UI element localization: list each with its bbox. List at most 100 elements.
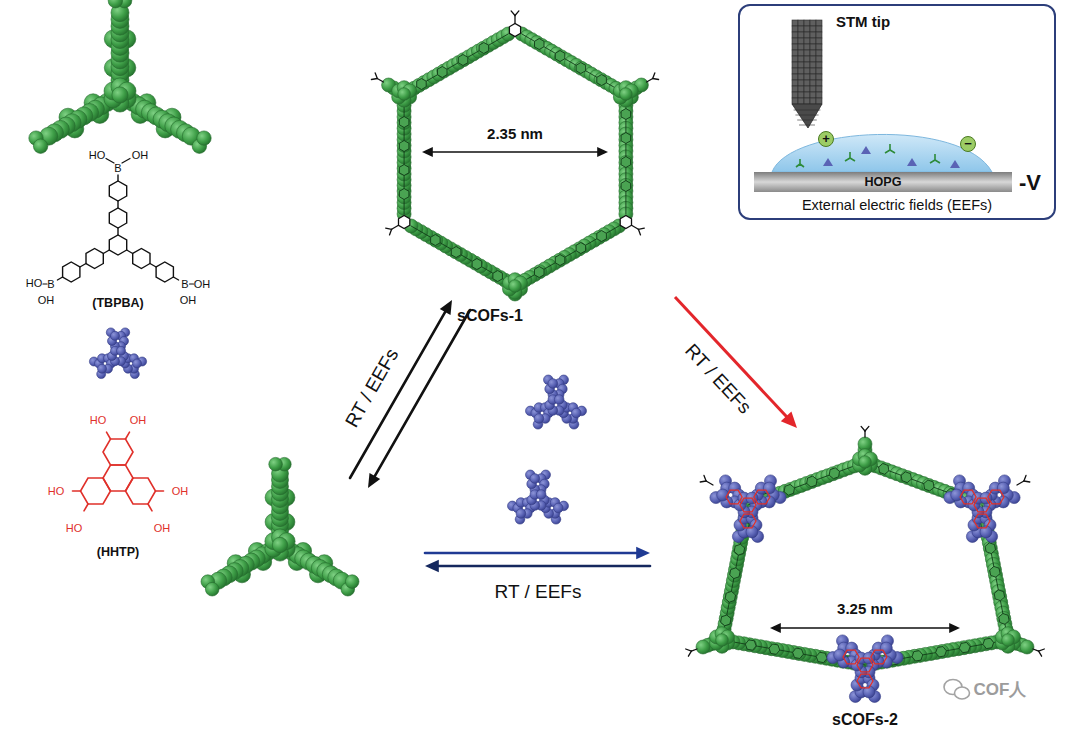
atom-sphere <box>572 408 582 418</box>
benzene-ring <box>156 262 173 282</box>
linkage-bond <box>1024 475 1026 481</box>
bias-label: -V <box>1019 170 1041 195</box>
benzene-ring <box>994 590 1004 601</box>
bond-line <box>43 283 47 284</box>
benzene-ring <box>63 262 80 282</box>
benzene-ring <box>730 568 740 579</box>
benzene-ring <box>726 490 742 504</box>
atom-label: OH <box>172 485 189 498</box>
tip-atom <box>792 98 798 104</box>
atom-sphere <box>554 395 564 405</box>
linkage-bond <box>511 11 515 16</box>
tip-atom <box>804 92 810 98</box>
skeletal-bond <box>515 226 619 286</box>
linkage-bond <box>638 228 644 229</box>
benzene-ring <box>133 249 150 269</box>
atom-sphere <box>516 509 526 519</box>
benzene-ring <box>399 141 409 152</box>
tip-atom <box>816 26 822 32</box>
tip-atom <box>816 74 822 80</box>
atom-label: OH <box>154 522 171 535</box>
bond-line <box>84 504 88 511</box>
linkage-bond <box>1017 481 1024 485</box>
bond-line <box>190 283 194 284</box>
arrow-head <box>636 547 650 559</box>
tip-atom <box>794 110 820 111</box>
linkage-bond <box>515 11 519 16</box>
benzene-ring <box>509 24 520 37</box>
node-text: External electric fields (EEFs) <box>802 197 992 214</box>
benzene-ring <box>576 63 586 74</box>
tip-atom <box>810 44 816 50</box>
tip-atom <box>792 62 798 68</box>
tip-atom <box>816 32 822 38</box>
benzene-ring <box>109 208 126 228</box>
benzene-ring <box>901 472 911 483</box>
tip-atom <box>804 80 810 86</box>
bond-line <box>103 250 109 254</box>
benzene-ring <box>555 255 565 266</box>
tip-atom <box>816 86 822 92</box>
benzene-ring <box>399 117 409 128</box>
monomer-panel: (HHTP) <box>30 318 210 570</box>
solution-droplet <box>772 134 992 172</box>
node-text: (HHTP) <box>97 545 139 559</box>
benzene-ring <box>438 67 448 78</box>
skeletal-bond <box>522 34 626 94</box>
linkage-bond <box>632 225 639 229</box>
linkage-bond <box>688 651 691 656</box>
linkage-bond <box>704 475 706 481</box>
tip-atom <box>804 44 810 50</box>
atom-label: HO <box>26 277 43 290</box>
tip-atom <box>792 20 798 26</box>
benzene-ring <box>857 674 873 688</box>
atom-label: B <box>47 278 54 291</box>
tip-atom <box>804 56 810 62</box>
hopg-substrate: HOPG <box>754 172 1012 192</box>
tip-atom <box>810 86 816 92</box>
condition-label: RT / EEFs <box>341 345 403 431</box>
tip-atom <box>810 38 816 44</box>
benzene-ring <box>535 39 545 50</box>
watermark-icon <box>955 687 970 699</box>
atom-label: OH <box>130 414 147 427</box>
bond-line <box>150 264 156 268</box>
linkage-bond <box>386 228 392 229</box>
arrow-head <box>422 147 433 157</box>
atom-sphere <box>536 490 546 500</box>
benzene-ring <box>793 648 804 658</box>
linkage-bond <box>653 79 659 80</box>
atom-sphere <box>112 87 128 103</box>
atom-label: OH <box>194 278 211 291</box>
benzene-ring <box>86 249 103 269</box>
reaction-arrow <box>431 151 600 153</box>
arrow-head <box>597 147 608 157</box>
bond-line <box>117 228 118 235</box>
node-text: HOPG <box>864 175 901 189</box>
monomer-panel: (TBPBA) <box>10 130 225 313</box>
reaction-arrow <box>436 565 650 568</box>
node-heading: 2.35 nm <box>487 125 543 142</box>
linkage-bond <box>864 431 865 437</box>
atom-label: HO <box>90 414 107 427</box>
tip-atom <box>816 38 822 44</box>
tip-atom <box>816 56 822 62</box>
stm-inset: STM tipExternal electric fields (EEFs)HO… <box>738 4 1056 220</box>
charge-sign: − <box>964 137 972 152</box>
benzene-ring <box>109 181 126 201</box>
tip-atom <box>810 74 816 80</box>
atom-sphere <box>272 537 287 552</box>
tip-atom <box>798 98 804 104</box>
benzene-ring <box>879 464 889 475</box>
atom-sphere <box>269 457 283 471</box>
benzene-ring <box>621 133 631 144</box>
tip-atom <box>804 86 810 92</box>
tip-atom <box>810 50 816 56</box>
tip-atom <box>804 50 810 56</box>
atom-sphere <box>509 280 522 293</box>
tip-atom <box>810 32 816 38</box>
bond-line <box>80 264 86 268</box>
atom-sphere <box>1020 640 1034 654</box>
linkage-bond <box>371 79 377 80</box>
